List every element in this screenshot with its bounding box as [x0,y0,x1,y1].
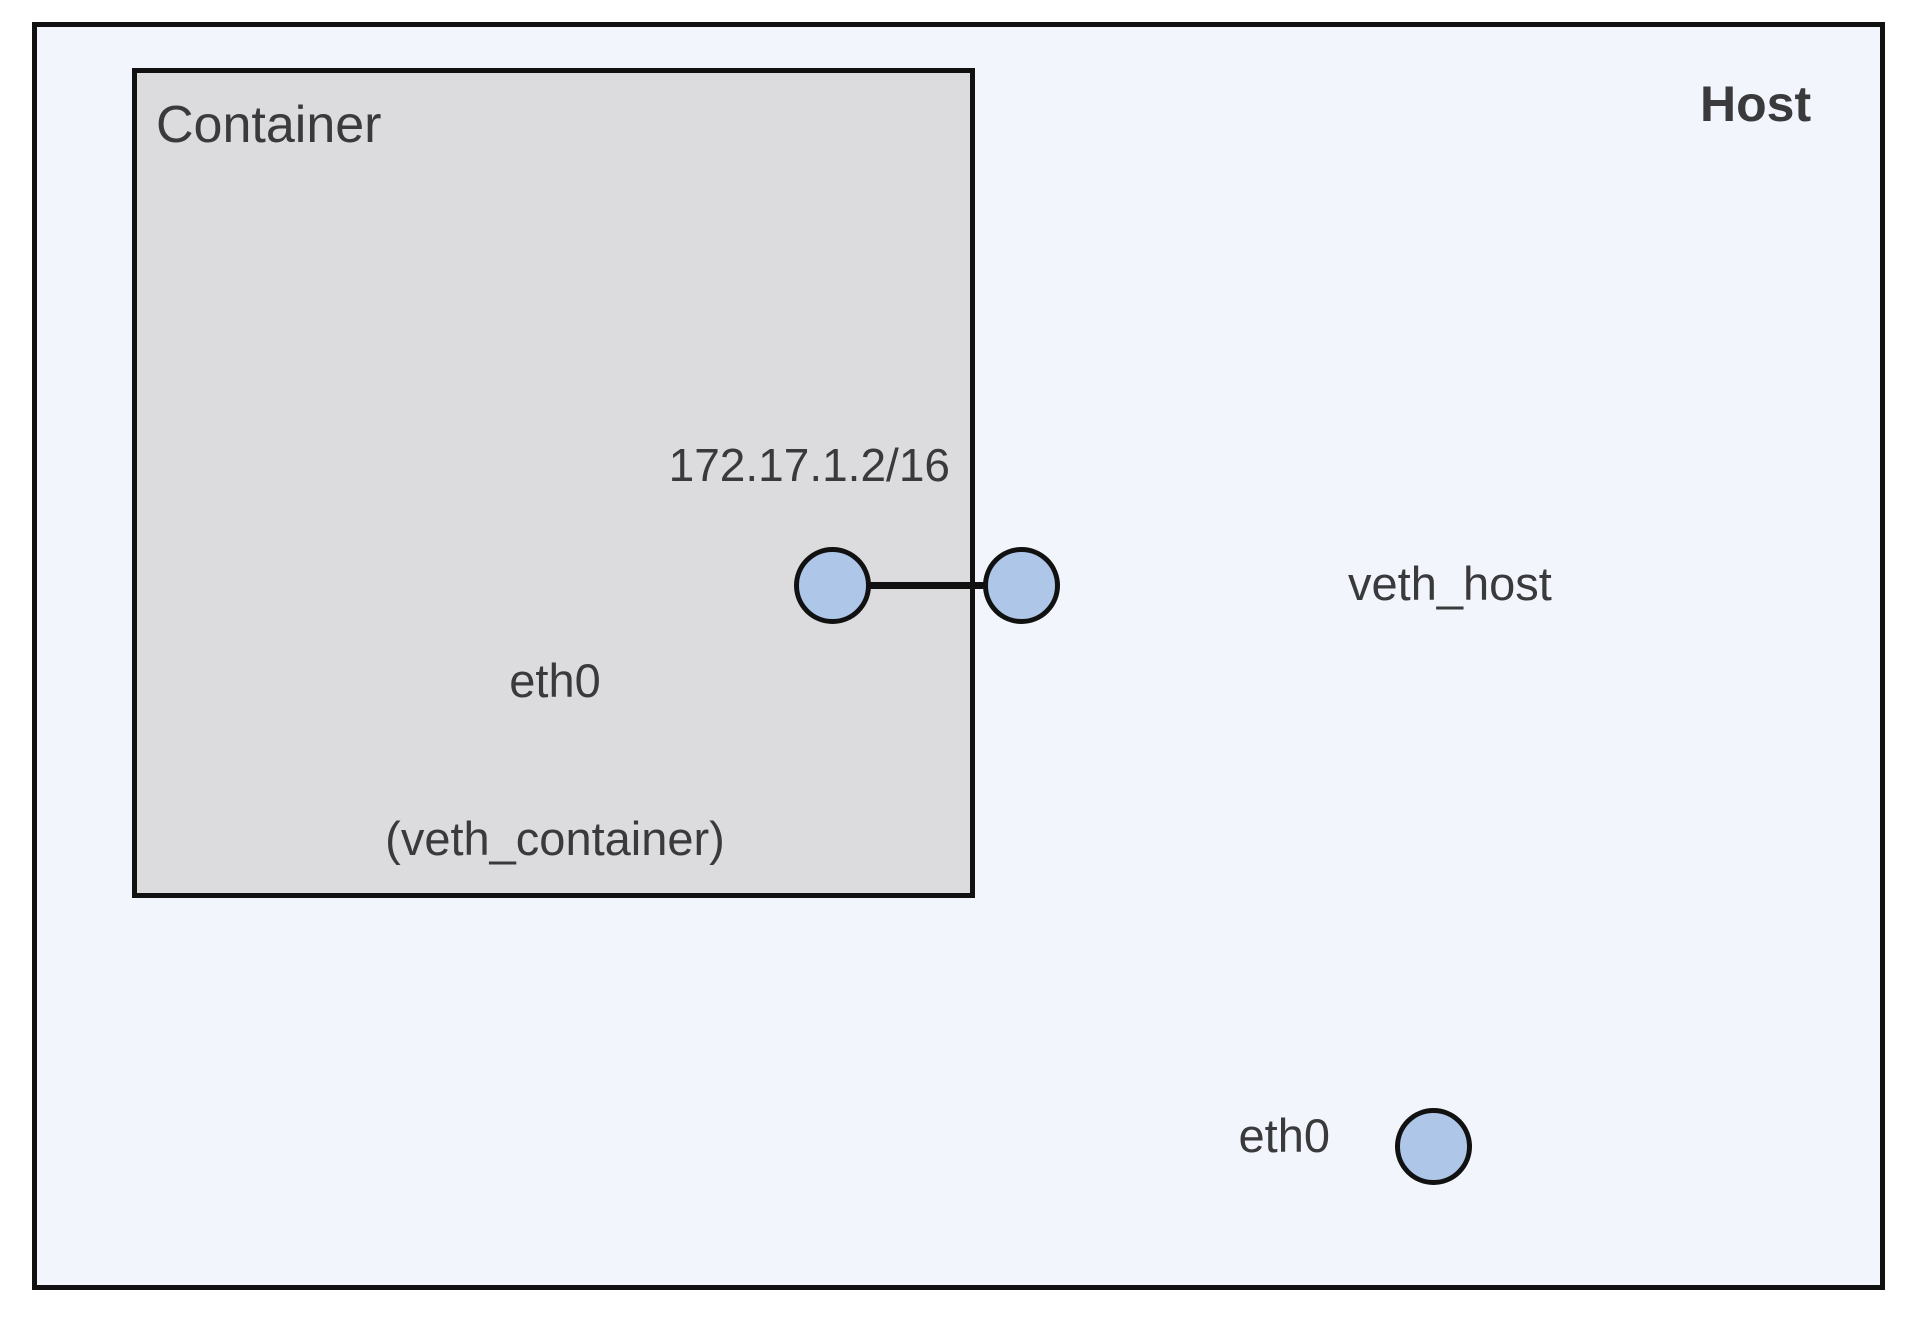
eth0-container-label-line2: (veth_container) [385,812,725,866]
container-label: Container [156,96,382,154]
container-ip-label: 172.17.1.2/16 [668,439,950,491]
veth-host-label: veth_host [1348,557,1552,610]
eth0-host-node-icon[interactable] [1395,1108,1472,1185]
veth-pair-link-line [866,582,1024,589]
eth0-container-label: eth0 (veth_container) [330,550,780,971]
eth0-container-node-icon[interactable] [794,547,871,624]
host-label: Host [1700,76,1812,132]
eth0-container-label-line1: eth0 [509,654,601,708]
eth0-host-label: eth0 [1238,1109,1330,1162]
veth-host-node-icon[interactable] [983,547,1060,624]
container-boundary-box [132,68,975,898]
